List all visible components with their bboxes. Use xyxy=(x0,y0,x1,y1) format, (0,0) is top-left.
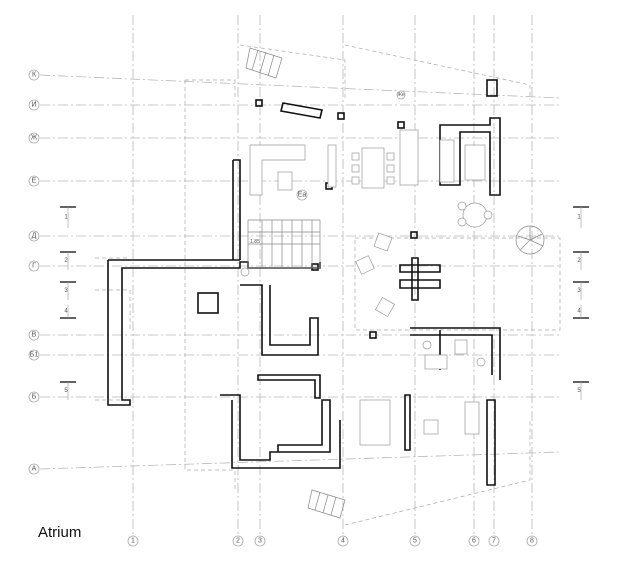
svg-text:Еа: Еа xyxy=(298,192,307,199)
svg-text:Же: Же xyxy=(397,92,405,98)
row-axis-label: Е xyxy=(32,178,37,185)
svg-text:2: 2 xyxy=(577,258,581,264)
section-mark-5: 5 xyxy=(60,381,76,400)
row-axis-1: К xyxy=(28,69,40,81)
row-grid-line xyxy=(39,74,561,99)
row-axis-7: В xyxy=(28,329,40,341)
column-axis-label: 5 xyxy=(413,538,417,545)
svg-text:5: 5 xyxy=(577,388,581,394)
column-axis-label: 4 xyxy=(341,538,345,545)
stairs xyxy=(245,47,545,519)
row-axis-8: Б1 xyxy=(28,349,40,361)
columns xyxy=(197,99,418,339)
column-axis-1: 1 xyxy=(127,535,139,547)
row-axis-3: Ж xyxy=(28,132,40,144)
furniture xyxy=(240,129,493,446)
section-mark-3: 3 xyxy=(60,281,76,300)
column-axis-8: 8 xyxy=(526,535,538,547)
svg-text:3: 3 xyxy=(577,288,581,294)
row-grid-line xyxy=(39,451,561,470)
section-mark-4: 4 xyxy=(573,305,589,319)
row-axis-6: Г xyxy=(28,260,40,272)
row-axis-4: Е xyxy=(28,175,40,187)
column-axis-7: 7 xyxy=(488,535,500,547)
row-axis-label: Ж xyxy=(31,135,38,142)
column-axis-6: 6 xyxy=(468,535,480,547)
row-axis-label: А xyxy=(32,466,37,473)
svg-text:1: 1 xyxy=(64,215,68,221)
row-axis-10: А xyxy=(28,463,40,475)
grid-lines xyxy=(39,15,561,535)
svg-text:4: 4 xyxy=(577,309,581,315)
column-axis-label: 6 xyxy=(472,538,476,545)
svg-text:3: 3 xyxy=(64,288,68,294)
column-axis-label: 3 xyxy=(258,538,262,545)
row-axis-2: И xyxy=(28,99,40,111)
svg-text:4: 4 xyxy=(64,309,68,315)
column-axis-2: 2 xyxy=(232,535,244,547)
outline xyxy=(95,44,561,526)
section-mark-1: 1 xyxy=(573,206,589,228)
section-mark-1: 1 xyxy=(60,206,76,228)
room-tag-ea: Еа xyxy=(296,189,308,201)
dimension-label: 1.85 xyxy=(250,239,260,245)
row-axis-label: Б1 xyxy=(30,352,39,359)
row-axis-label: И xyxy=(31,102,36,109)
grid-axis-bubbles: К И Ж Е Д Г В Б1Б А 1 2 3 4 5 6 7 8 xyxy=(28,69,538,547)
row-axis-label: Д xyxy=(32,233,37,240)
row-axis-9: Б xyxy=(28,391,40,403)
row-axis-label: К xyxy=(32,72,37,79)
column-axis-4: 4 xyxy=(337,535,349,547)
section-mark-3: 3 xyxy=(573,281,589,300)
svg-text:5: 5 xyxy=(64,388,68,394)
row-axis-5: Д xyxy=(28,230,40,242)
section-mark-4: 4 xyxy=(60,305,76,319)
section-mark-2: 2 xyxy=(573,251,589,270)
column-axis-label: 2 xyxy=(236,538,240,545)
row-axis-label: В xyxy=(32,332,37,339)
svg-text:2: 2 xyxy=(64,258,68,264)
column-axis-label: 8 xyxy=(530,538,534,545)
section-marks: 1 2 3 4 5 1 2 3 4 5 xyxy=(60,206,589,400)
section-mark-2: 2 xyxy=(60,251,76,270)
row-axis-label: Б xyxy=(32,394,37,401)
svg-text:1: 1 xyxy=(577,215,581,221)
column-axis-5: 5 xyxy=(409,535,421,547)
column-axis-3: 3 xyxy=(254,535,266,547)
plan-title: Atrium xyxy=(38,524,82,541)
row-axis-label: Г xyxy=(32,263,36,270)
column-axis-label: 7 xyxy=(492,538,496,545)
room-tag-zhe: Же xyxy=(396,90,406,100)
section-mark-5: 5 xyxy=(573,381,589,400)
column-axis-label: 1 xyxy=(131,538,135,545)
